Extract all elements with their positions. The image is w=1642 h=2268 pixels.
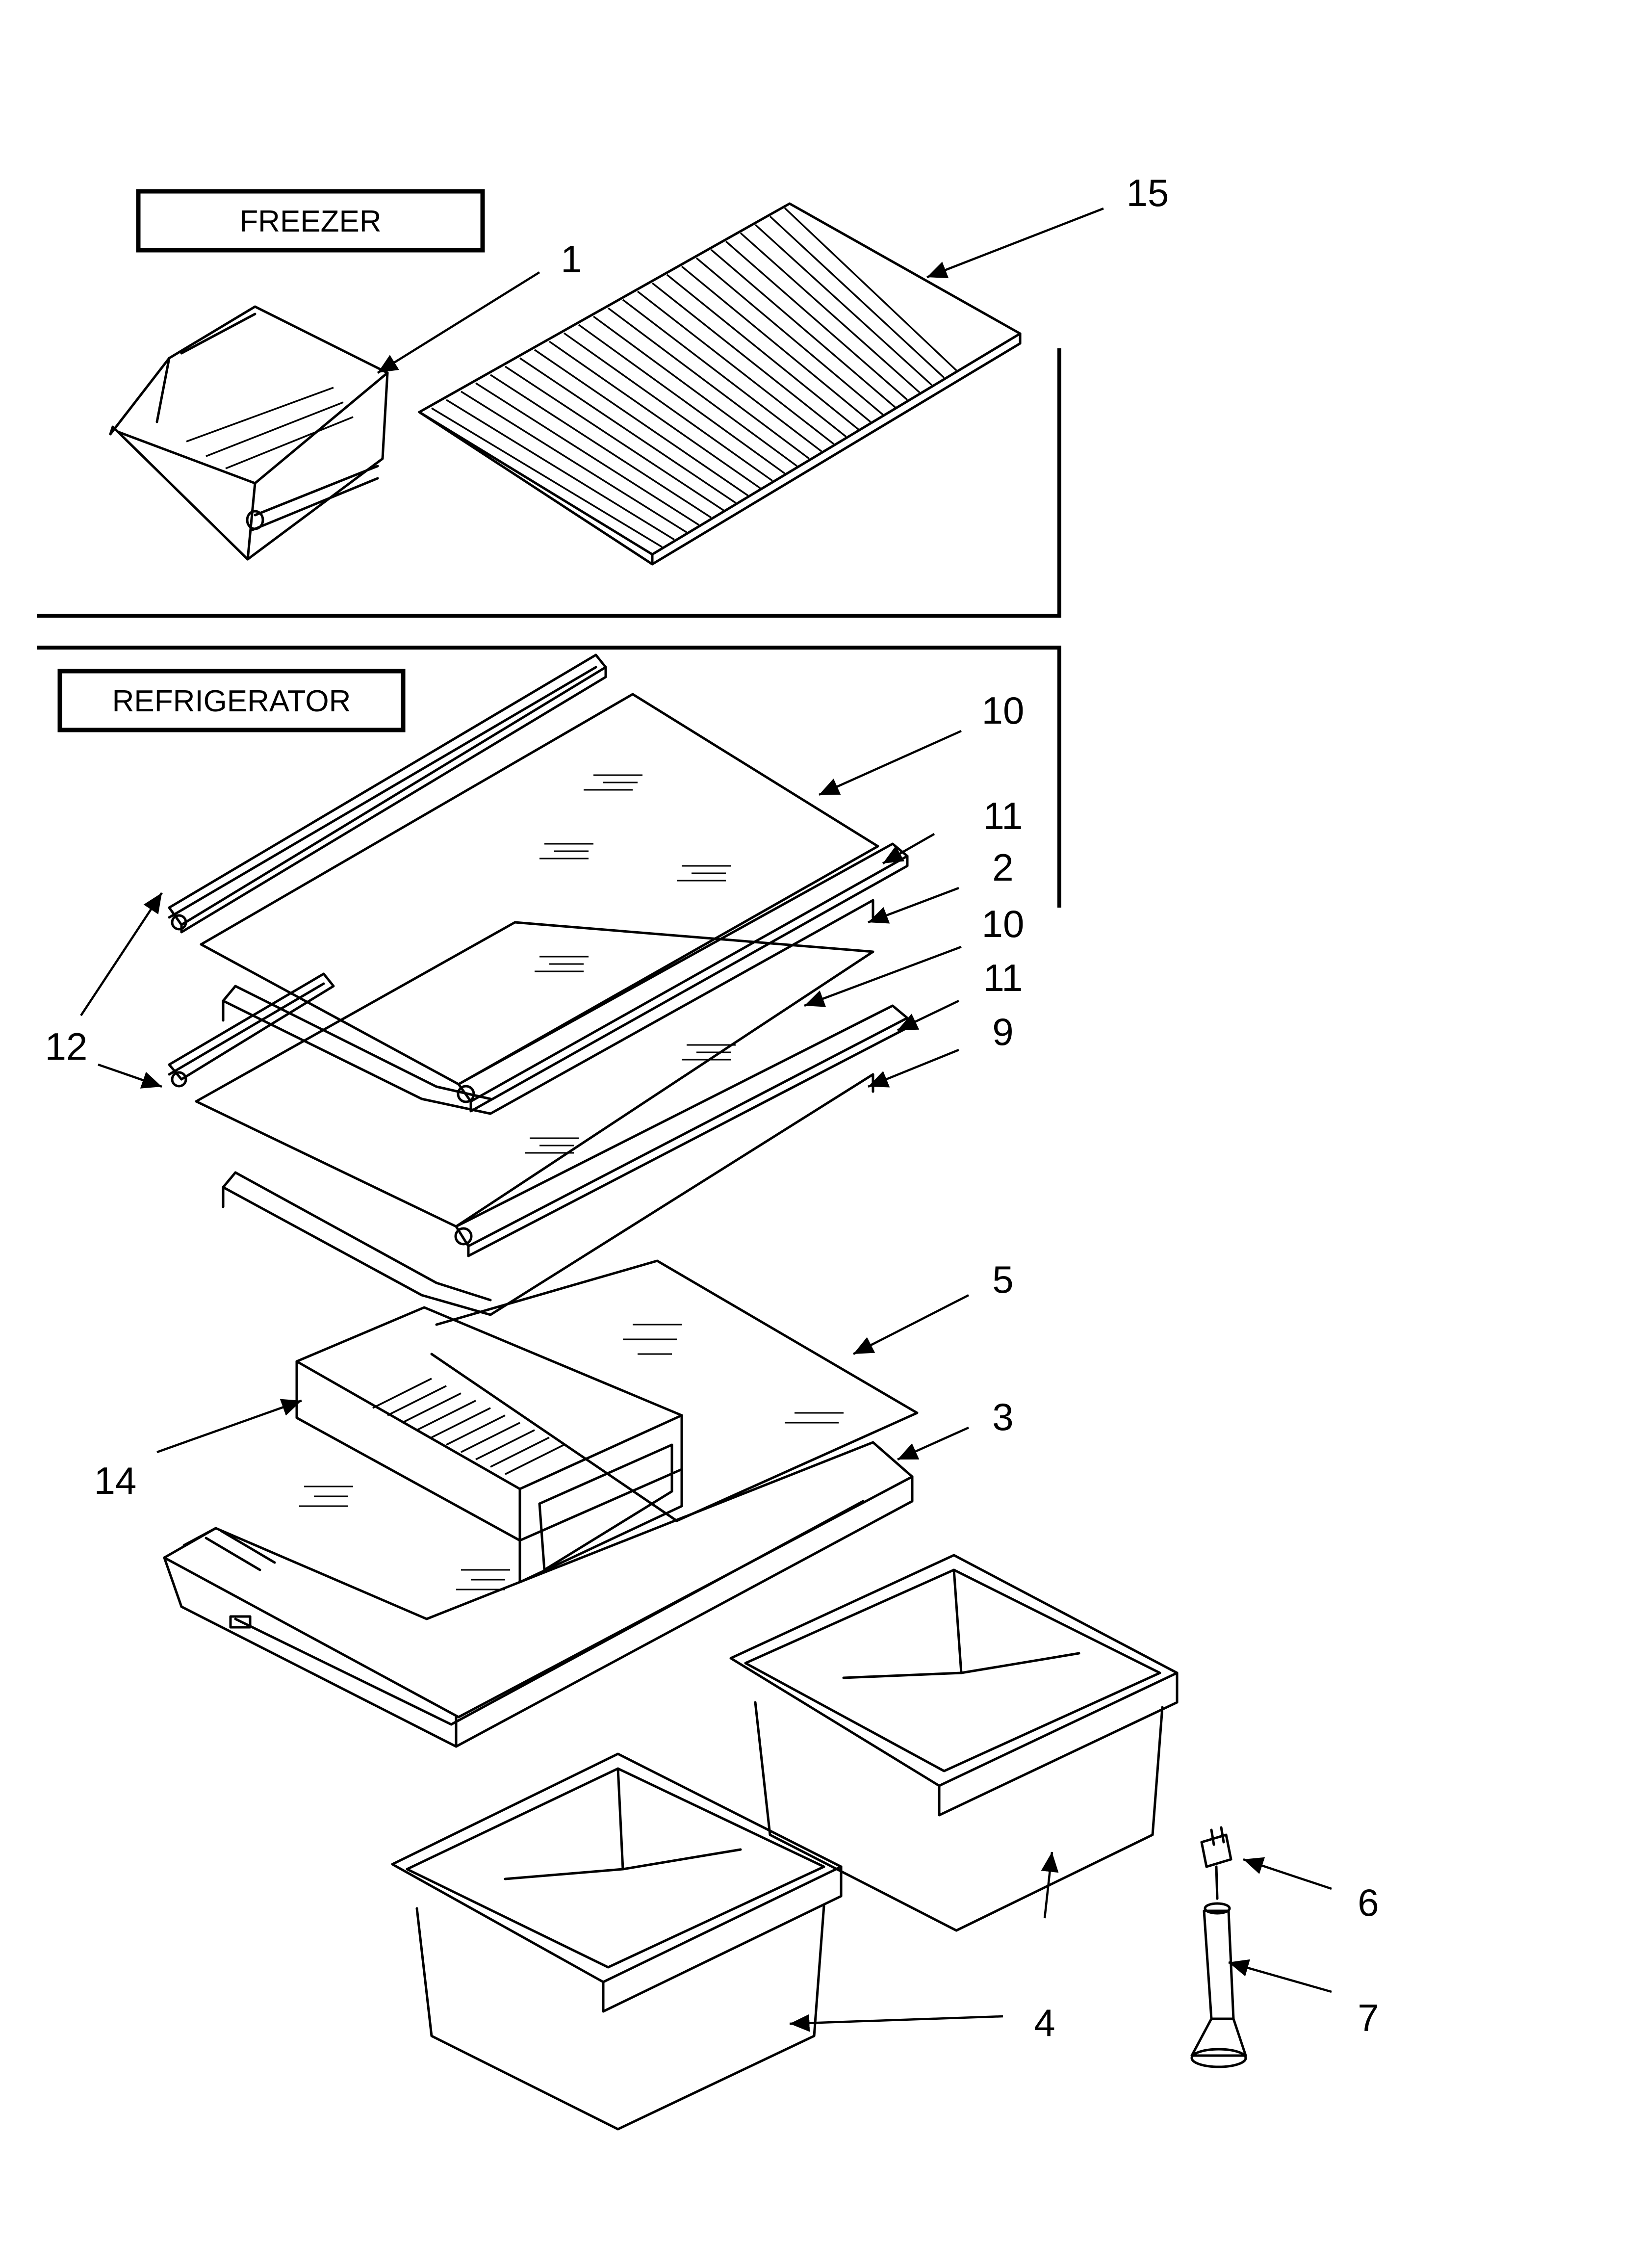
part-shelf-frame-upper: [222, 899, 874, 1115]
part-glass-shelf-upper: [200, 693, 879, 1086]
part-crisper-cover-frame: [163, 1441, 914, 1748]
part-crisper-drawer-right: [729, 1554, 1179, 1932]
callout-11-upper: 11: [983, 794, 1023, 837]
part-meat-pan: [295, 1306, 683, 1584]
callout-11-lower: 11: [983, 956, 1023, 999]
part-crisper-drawer-left: [391, 1752, 843, 2131]
part-freezer-bin: [109, 305, 389, 561]
callout-3: 3: [992, 1395, 1013, 1438]
freezer-section-label: FREEZER: [136, 189, 485, 253]
part-shelf-trim-upper: [457, 842, 909, 1113]
section-dividers: [37, 348, 1061, 908]
part-crisper-glass: [299, 1259, 919, 1590]
callout-7: 7: [1358, 1996, 1379, 2039]
callout-2: 2: [992, 846, 1013, 889]
part-leveling-foot: [1190, 1902, 1247, 2068]
part-clip: [1200, 1826, 1232, 1900]
callout-4: 4: [1034, 2001, 1055, 2044]
callout-12: 12: [45, 1025, 88, 1068]
callout-1: 1: [561, 237, 582, 281]
part-glass-shelf-lower: [195, 921, 874, 1228]
refrigerator-section-label: REFRIGERATOR: [57, 669, 406, 732]
svg-text:FREEZER: FREEZER: [239, 205, 381, 238]
leader-lines: [80, 207, 1332, 2032]
callout-10-upper: 10: [982, 689, 1025, 732]
callout-9: 9: [992, 1010, 1013, 1053]
callout-labels: 1 15 10 11 2 10 11 9 12 5 14 3 4 6 7: [45, 171, 1379, 2044]
part-shelf-trim-lower: [454, 1004, 909, 1257]
part-freezer-wire-shelf: [418, 202, 1022, 566]
svg-text:REFRIGERATOR: REFRIGERATOR: [112, 684, 351, 718]
part-shelf-frame-lower: [222, 1073, 874, 1316]
callout-14: 14: [94, 1459, 137, 1502]
callout-6: 6: [1358, 1881, 1379, 1924]
callout-15: 15: [1127, 171, 1169, 214]
callout-5: 5: [992, 1258, 1013, 1301]
part-shelf-channel-upper: [168, 653, 607, 934]
callout-10-lower: 10: [982, 902, 1025, 945]
